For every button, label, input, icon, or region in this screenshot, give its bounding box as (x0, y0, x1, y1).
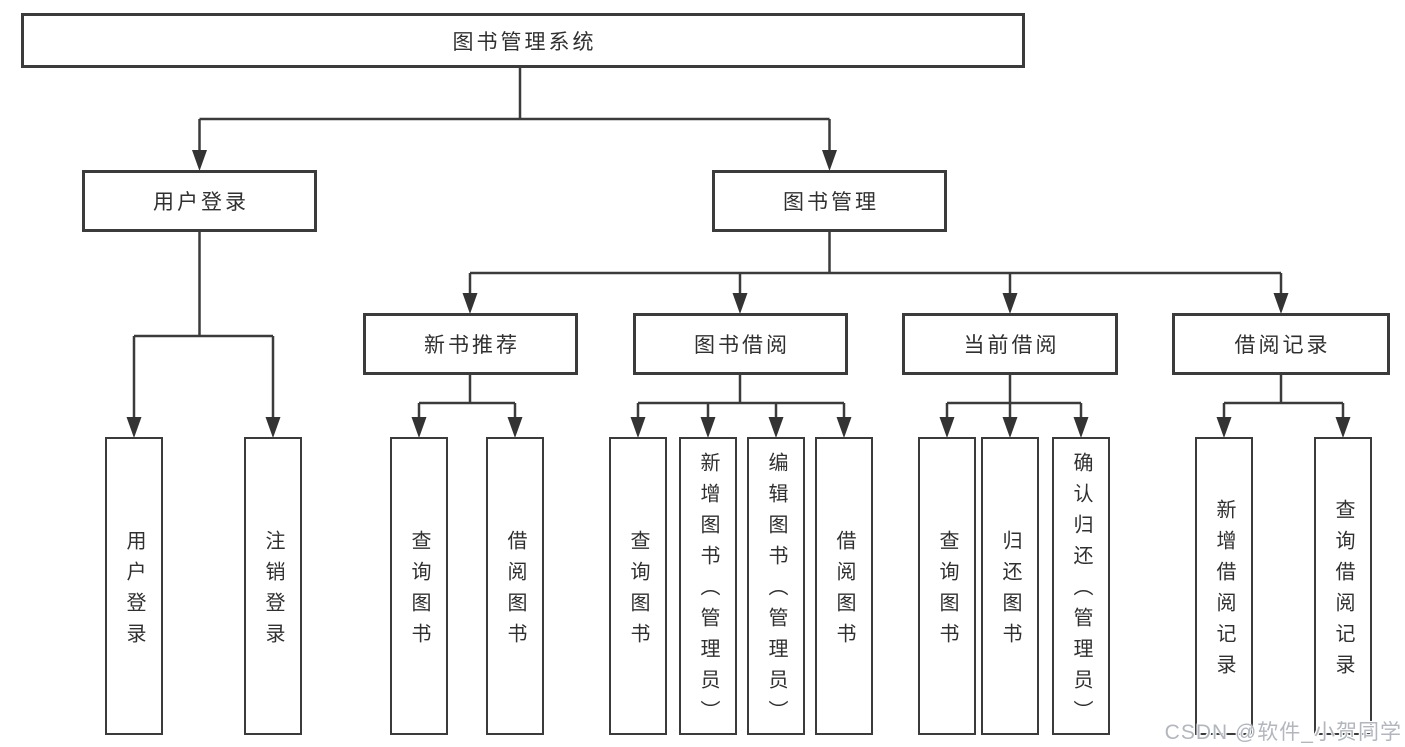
leaf-recommend-query-books: 查询图书 (390, 437, 448, 735)
leaf-query-borrow-record: 查询借阅记录 (1314, 437, 1372, 735)
leaf-add-borrow-record: 新增借阅记录 (1195, 437, 1253, 735)
csdn-watermark: CSDN @软件_小贺同学 (1164, 721, 1402, 744)
node-book-management-label: 图书管理 (783, 191, 879, 214)
leaf-return-books-label: 归还图书 (999, 529, 1021, 654)
leaf-confirm-return-admin: 确认归还（管理员） (1052, 437, 1110, 735)
arrowheads (126, 150, 1351, 438)
node-new-book-recommend: 新书推荐 (363, 313, 578, 375)
node-book-borrowing: 图书借阅 (633, 313, 848, 375)
leaf-return-books: 归还图书 (981, 437, 1039, 735)
node-current-borrowing-label: 当前借阅 (963, 334, 1060, 357)
leaf-logout: 注销登录 (244, 437, 302, 735)
leaf-user-login-label: 用户登录 (123, 529, 145, 654)
leaf-edit-books-admin: 编辑图书（管理员） (747, 437, 805, 735)
leaf-current-query-books-label: 查询图书 (936, 529, 958, 654)
node-user-login: 用户登录 (82, 170, 317, 232)
node-new-book-recommend-label: 新书推荐 (424, 334, 520, 357)
node-root: 图书管理系统 (21, 13, 1025, 68)
leaf-recommend-borrow-books: 借阅图书 (486, 437, 544, 735)
leaf-recommend-borrow-books-label: 借阅图书 (504, 529, 526, 654)
leaf-add-books-admin: 新增图书（管理员） (679, 437, 737, 735)
leaf-user-login: 用户登录 (105, 437, 163, 735)
node-current-borrowing: 当前借阅 (902, 313, 1118, 375)
node-borrowing-records-label: 借阅记录 (1234, 334, 1331, 357)
leaf-confirm-return-admin-label: 确认归还（管理员） (1070, 452, 1092, 731)
leaf-edit-books-admin-label: 编辑图书（管理员） (765, 452, 787, 731)
leaf-borrowing-borrow-books: 借阅图书 (815, 437, 873, 735)
leaf-query-borrow-record-label: 查询借阅记录 (1332, 498, 1354, 685)
leaf-borrowing-query-books: 查询图书 (609, 437, 667, 735)
leaf-recommend-query-books-label: 查询图书 (408, 529, 430, 654)
leaf-add-borrow-record-label: 新增借阅记录 (1213, 498, 1235, 685)
leaf-add-books-admin-label: 新增图书（管理员） (697, 452, 719, 731)
node-borrowing-records: 借阅记录 (1172, 313, 1390, 375)
node-root-label: 图书管理系统 (452, 30, 597, 54)
leaf-current-query-books: 查询图书 (918, 437, 976, 735)
node-book-borrowing-label: 图书借阅 (694, 334, 790, 357)
leaf-borrowing-borrow-books-label: 借阅图书 (833, 529, 855, 654)
leaf-logout-label: 注销登录 (262, 529, 284, 654)
node-book-management: 图书管理 (712, 170, 947, 232)
node-user-login-label: 用户登录 (153, 191, 249, 214)
leaf-borrowing-query-books-label: 查询图书 (627, 529, 649, 654)
